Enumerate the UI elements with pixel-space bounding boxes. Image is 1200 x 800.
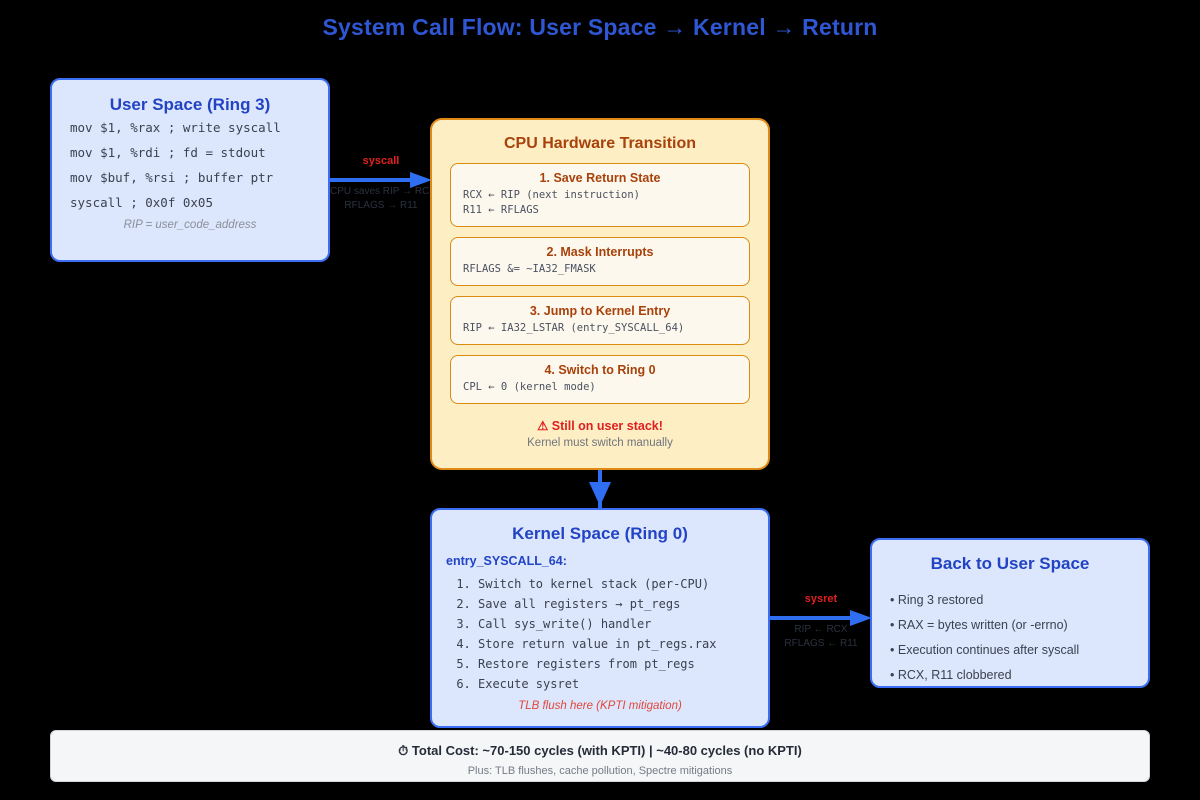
syscall-arrow-label: syscall [362,155,400,167]
arrow-right-icon [330,172,432,188]
cpu-step-title: 4. Switch to Ring 0 [544,363,656,377]
cpu-step-detail: RFLAGS &= ~IA32_FMASK [463,263,596,275]
kernel-step-item: Switch to kernel stack (per-CPU) [478,574,768,594]
cpu-step-title: 3. Jump to Kernel Entry [529,304,671,318]
sysret-arrow-group: sysret RIP ← RCX RFLAGS ← R11 [770,593,872,658]
cpu-step-card: 4. Switch to Ring 0 CPL ← 0 (kernel mode… [450,355,750,404]
cpu-to-kernel-arrow-group [575,470,625,510]
back-to-user-space-box: Back to User Space Ring 3 restored RAX =… [870,538,1150,688]
cpu-warning-text: ⚠ Still on user stack! [537,419,663,433]
footer-sub-text: Plus: TLB flushes, cache pollution, Spec… [467,765,733,777]
page-title: System Call Flow: User Space → Kernel → … [322,14,878,40]
cpu-step-detail: CPL ← 0 (kernel mode) [463,381,596,393]
kernel-entry-label: entry_SYSCALL_64: [446,554,567,568]
kernel-step-item: Save all registers → pt_regs [478,594,768,614]
user-space-code-line: mov $buf, %rsi ; buffer ptr [70,170,274,185]
return-list-item: Execution continues after syscall [872,638,1148,663]
kernel-step-item: Restore registers from pt_regs [478,654,768,674]
kernel-steps-list: Switch to kernel stack (per-CPU) Save al… [432,574,768,694]
kernel-step-item: Store return value in pt_regs.rax [478,634,768,654]
syscall-arrow-group: syscall CPU saves RIP → RCX RFLAGS → R11 [330,155,436,220]
return-list-item: RAX = bytes written (or -errno) [872,613,1148,638]
footer-main-text: ⏱ Total Cost: ~70-150 cycles (with KPTI)… [398,743,802,758]
return-list-item: Ring 3 restored [872,588,1148,613]
syscall-arrow-detail-1: CPU saves RIP → RCX [330,186,436,197]
cpu-step-card: 1. Save Return State RCX ← RIP (next ins… [450,163,750,227]
user-space-box: User Space (Ring 3) mov $1, %rax ; write… [50,78,330,262]
user-space-title: User Space (Ring 3) [109,95,271,114]
kernel-step-item: Call sys_write() handler [478,614,768,634]
sysret-arrow-detail-1: RIP ← RCX [794,624,848,635]
kernel-space-box: Kernel Space (Ring 0) entry_SYSCALL_64: … [430,508,770,728]
kernel-box-title: Kernel Space (Ring 0) [512,524,688,543]
cpu-hardware-transition-box: CPU Hardware Transition 1. Save Return S… [430,118,770,470]
cpu-step-detail: RIP ← IA32_LSTAR (entry_SYSCALL_64) [463,322,685,334]
sysret-arrow-label: sysret [804,593,838,605]
total-cost-footer: ⏱ Total Cost: ~70-150 cycles (with KPTI)… [50,730,1150,782]
kernel-step-item: Execute sysret [478,674,768,694]
arrow-right-icon [770,610,872,626]
cpu-step-title: 1. Save Return State [539,171,661,185]
syscall-arrow-detail-2: RFLAGS → R11 [344,200,418,211]
cpu-step-title: 2. Mask Interrupts [546,245,654,259]
sysret-arrow-detail-2: RFLAGS ← R11 [784,638,858,649]
user-space-code-line: mov $1, %rax ; write syscall [70,120,281,135]
user-space-code-line: syscall ; 0x0f 0x05 [70,195,213,210]
return-box-title: Back to User Space [930,554,1090,573]
cpu-step-card: 3. Jump to Kernel Entry RIP ← IA32_LSTAR… [450,296,750,345]
arrow-down-icon [589,470,611,508]
return-list-item: RCX, R11 clobbered [872,663,1148,688]
return-list: Ring 3 restored RAX = bytes written (or … [872,588,1148,688]
kernel-note: TLB flush here (KPTI mitigation) [518,700,682,712]
cpu-step-detail: RCX ← RIP (next instruction) R11 ← RFLAG… [463,189,641,216]
user-space-note: RIP = user_code_address [123,219,257,231]
cpu-warning-subtext: Kernel must switch manually [527,437,673,449]
cpu-step-card: 2. Mask Interrupts RFLAGS &= ~IA32_FMASK [450,237,750,286]
user-space-code-line: mov $1, %rdi ; fd = stdout [70,145,266,160]
cpu-box-title: CPU Hardware Transition [503,135,697,152]
